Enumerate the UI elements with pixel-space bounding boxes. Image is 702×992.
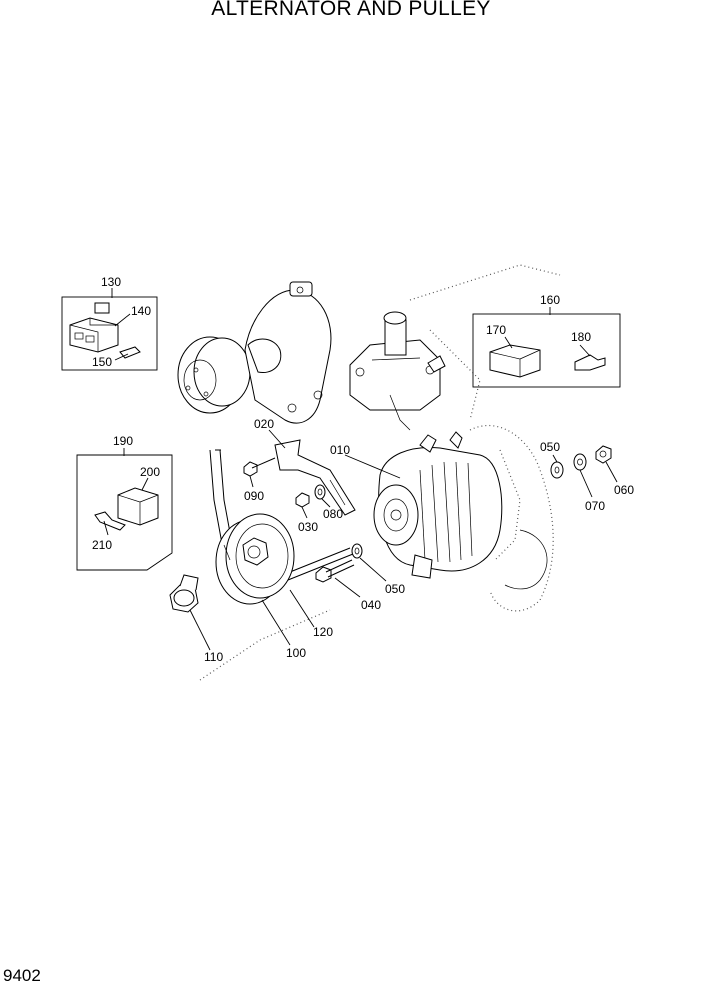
connector-kit-box-160: [472, 313, 621, 388]
pulley-nut-drawing: [169, 574, 199, 613]
callout-160: 160: [540, 293, 560, 307]
connector-kit-box-130: [61, 296, 158, 371]
callout-170: 170: [486, 323, 506, 337]
alternator-drawing: [373, 431, 503, 579]
callout-labels: 130 140 150 160 170 180 190 200 210 010 …: [92, 275, 634, 664]
page-number: 9402: [3, 966, 41, 985]
thermostat-housing-drawing: [349, 311, 446, 431]
leader-lines: [103, 288, 618, 651]
callout-050-upper: 050: [540, 440, 560, 454]
connector-kit-box-190: [76, 454, 173, 571]
callout-120: 120: [313, 625, 333, 639]
callout-080: 080: [323, 507, 343, 521]
callout-010: 010: [330, 443, 350, 457]
callout-200: 200: [140, 465, 160, 479]
callout-210: 210: [92, 538, 112, 552]
page-title: ALTERNATOR AND PULLEY: [211, 0, 491, 20]
bracket-drawing: [274, 439, 356, 516]
callout-180: 180: [571, 330, 591, 344]
callout-110: 110: [204, 650, 223, 664]
callout-190: 190: [113, 434, 133, 448]
callout-090: 090: [244, 489, 264, 503]
callout-070: 070: [585, 499, 605, 513]
callout-100: 100: [286, 646, 306, 660]
callout-030: 030: [298, 520, 318, 534]
bolt-040-drawing: [315, 543, 363, 583]
callout-150: 150: [92, 355, 112, 369]
callout-060: 060: [614, 483, 634, 497]
callout-130: 130: [101, 275, 121, 289]
pulley-drawing: [215, 513, 295, 605]
bolt-030-drawing: [295, 484, 326, 508]
callout-020: 020: [254, 417, 274, 431]
callout-040: 040: [361, 598, 381, 612]
water-pump-drawing: [177, 281, 332, 424]
washer-nut-set-drawing: [550, 445, 612, 479]
callout-050-lower: 050: [385, 582, 405, 596]
callout-140: 140: [131, 304, 151, 318]
bolt-090-drawing: [243, 457, 276, 477]
